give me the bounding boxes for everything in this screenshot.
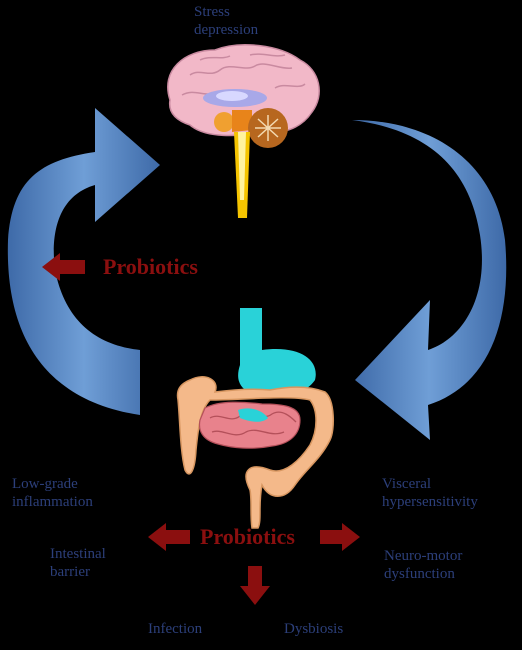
right-cycle-arrow: [352, 120, 507, 440]
dysfunction-text: dysfunction: [384, 566, 455, 582]
visceral-hypersensitivity-label: Visceral hypersensitivity: [382, 475, 478, 511]
stress-depression-label: Stress depression: [194, 3, 258, 39]
intestinal-barrier-label: Intestinal barrier: [50, 545, 106, 581]
probiotics-top-label: Probiotics: [103, 254, 198, 279]
hypersensitivity-text: hypersensitivity: [382, 494, 478, 510]
digestive-tract-icon: [176, 308, 335, 529]
probiotics-bottom-label: Probiotics: [200, 524, 295, 549]
inflammation-text: inflammation: [12, 494, 93, 510]
barrier-text: barrier: [50, 564, 90, 580]
infection-label: Infection: [148, 621, 203, 637]
low-grade-text: Low-grade: [12, 476, 78, 492]
right-red-arrow-bottom: [320, 523, 360, 551]
depression-text: depression: [194, 22, 259, 38]
stress-text: Stress: [194, 4, 230, 20]
intestinal-text: Intestinal: [50, 546, 106, 562]
left-red-arrow-top: [42, 253, 85, 281]
brain-icon: [167, 44, 320, 218]
low-grade-inflammation-label: Low-grade inflammation: [12, 475, 93, 511]
neuro-motor-dysfunction-label: Neuro-motor dysfunction: [384, 547, 462, 583]
left-red-arrow-bottom: [148, 523, 190, 551]
dysbiosis-label: Dysbiosis: [284, 621, 344, 637]
down-red-arrow-bottom: [240, 566, 270, 605]
neuro-motor-text: Neuro-motor: [384, 548, 463, 564]
visceral-text: Visceral: [382, 476, 432, 492]
left-cycle-arrow: [7, 108, 160, 415]
